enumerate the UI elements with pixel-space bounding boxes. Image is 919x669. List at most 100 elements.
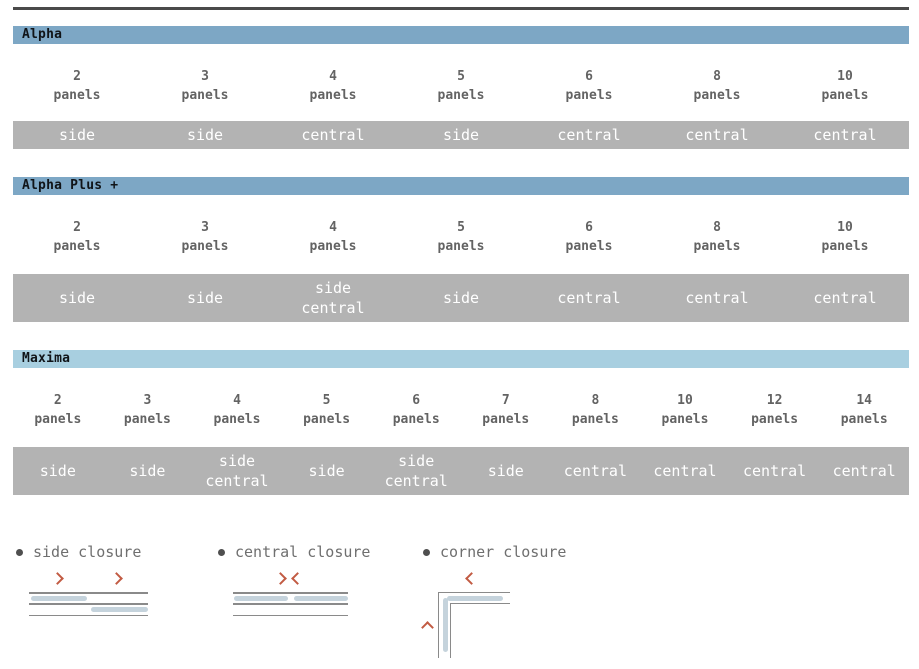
panel-count: 2 panels <box>13 218 141 256</box>
panel-count: 10 panels <box>781 67 909 105</box>
panel-count-value: 6 <box>412 393 421 408</box>
panel-count-value: 10 <box>837 220 853 235</box>
panel-count: 3 panels <box>103 391 193 429</box>
closure-cell: central <box>653 462 717 480</box>
panel-bar <box>447 595 503 601</box>
legend-item-central: central closure <box>218 543 370 561</box>
track-line <box>29 614 148 616</box>
track-line <box>233 603 348 605</box>
panel-count: 8 panels <box>551 391 641 429</box>
bullet-icon <box>218 548 225 556</box>
panel-count-row: 2 panels 3 panels 4 panels 5 panels 6 <box>13 67 909 105</box>
legend-label: side closure <box>33 543 142 561</box>
closure-cell: central <box>557 126 621 144</box>
closure-row: side side side central side side central… <box>13 447 909 495</box>
legend-item-corner: corner closure <box>423 543 566 561</box>
panel-count-value: 4 <box>329 69 337 84</box>
panel-count-value: 3 <box>201 69 209 84</box>
corner-closure-diagram <box>421 572 526 665</box>
panel-count: 4 panels <box>192 391 282 429</box>
track-line <box>29 603 148 605</box>
track-line <box>233 614 348 616</box>
closure-cell: central <box>832 462 896 480</box>
panel-bar-vertical <box>443 598 448 652</box>
closure-cell: central <box>813 126 877 144</box>
panel-bar <box>31 595 87 601</box>
panels-label: panels <box>181 239 229 254</box>
closure-cell: side central <box>384 452 448 490</box>
panels-label: panels <box>693 239 741 254</box>
panels-label: panels <box>821 239 869 254</box>
panel-count-value: 3 <box>201 220 209 235</box>
closure-cell: side <box>186 289 224 307</box>
panels-label: panels <box>181 88 229 103</box>
panel-count-value: 12 <box>766 393 783 408</box>
panel-count: 2 panels <box>13 391 103 429</box>
panel-count-value: 2 <box>53 393 62 408</box>
panel-count: 4 panels <box>269 218 397 256</box>
track-line <box>233 592 348 594</box>
panel-count: 5 panels <box>397 67 525 105</box>
panel-count: 5 panels <box>282 391 372 429</box>
section-header-maxima: Maxima <box>13 350 909 368</box>
panel-count-value: 4 <box>329 220 337 235</box>
closure-cell: central <box>742 462 807 480</box>
closure-cell: central <box>557 289 621 307</box>
panels-label: panels <box>565 239 613 254</box>
section-title: Maxima <box>22 351 71 366</box>
closure-cell: side <box>442 126 480 144</box>
closure-legend: side closure central closure corner clos… <box>13 541 909 669</box>
closure-cell: side <box>58 126 96 144</box>
panel-count-value: 3 <box>143 393 152 408</box>
closure-cell: side central <box>205 452 269 490</box>
panel-count-value: 5 <box>457 69 465 84</box>
closure-row: side side side central side central cent… <box>13 274 909 322</box>
panel-count-value: 5 <box>457 220 465 235</box>
closure-cell: side <box>129 462 166 480</box>
panels-label: panels <box>303 412 351 427</box>
legend-label: corner closure <box>440 543 567 561</box>
closure-cell: side <box>186 126 224 144</box>
bullet-icon <box>423 548 430 556</box>
legend-label: central closure <box>235 543 371 561</box>
closure-cell: central <box>685 289 749 307</box>
section-title: Alpha Plus + <box>22 178 119 193</box>
closure-cell: central <box>301 126 365 144</box>
closure-row: side side central side central central c… <box>13 121 909 149</box>
top-rule <box>13 7 909 10</box>
arrow-up-icon <box>421 621 434 634</box>
panel-count-value: 10 <box>677 393 693 408</box>
side-closure-diagram <box>29 572 148 619</box>
corner-track-inner <box>450 603 510 658</box>
panel-count: 5 panels <box>397 218 525 256</box>
panels-label: panels <box>53 88 101 103</box>
panel-count: 10 panels <box>640 391 730 429</box>
panel-count-value: 10 <box>837 69 853 84</box>
panel-count: 8 panels <box>653 67 781 105</box>
panel-bar <box>294 595 348 601</box>
arrow-right-icon <box>51 572 64 585</box>
bullet-icon <box>16 548 23 556</box>
panels-label: panels <box>437 88 485 103</box>
panels-label: panels <box>571 412 619 427</box>
panel-bar <box>234 595 288 601</box>
panel-count-value: 6 <box>585 69 593 84</box>
panels-label: panels <box>213 412 261 427</box>
panels-label: panels <box>392 412 440 427</box>
panels-label: panels <box>309 88 357 103</box>
panels-label: panels <box>34 412 82 427</box>
panel-count: 3 panels <box>141 67 269 105</box>
closure-cell: side <box>39 462 76 480</box>
closure-cell: side <box>487 462 524 480</box>
panel-count: 6 panels <box>371 391 461 429</box>
section-header-alpha: Alpha <box>13 26 909 44</box>
closure-cell: side <box>442 289 480 307</box>
panel-count-value: 6 <box>585 220 593 235</box>
panel-count: 12 panels <box>730 391 820 429</box>
panels-label: panels <box>123 412 171 427</box>
panel-count-row: 2 panels 3 panels 4 panels 5 panels 6 <box>13 218 909 256</box>
central-closure-diagram <box>233 572 348 619</box>
arrow-left-icon <box>465 572 478 585</box>
panel-count: 8 panels <box>653 218 781 256</box>
panel-count: 3 panels <box>141 218 269 256</box>
